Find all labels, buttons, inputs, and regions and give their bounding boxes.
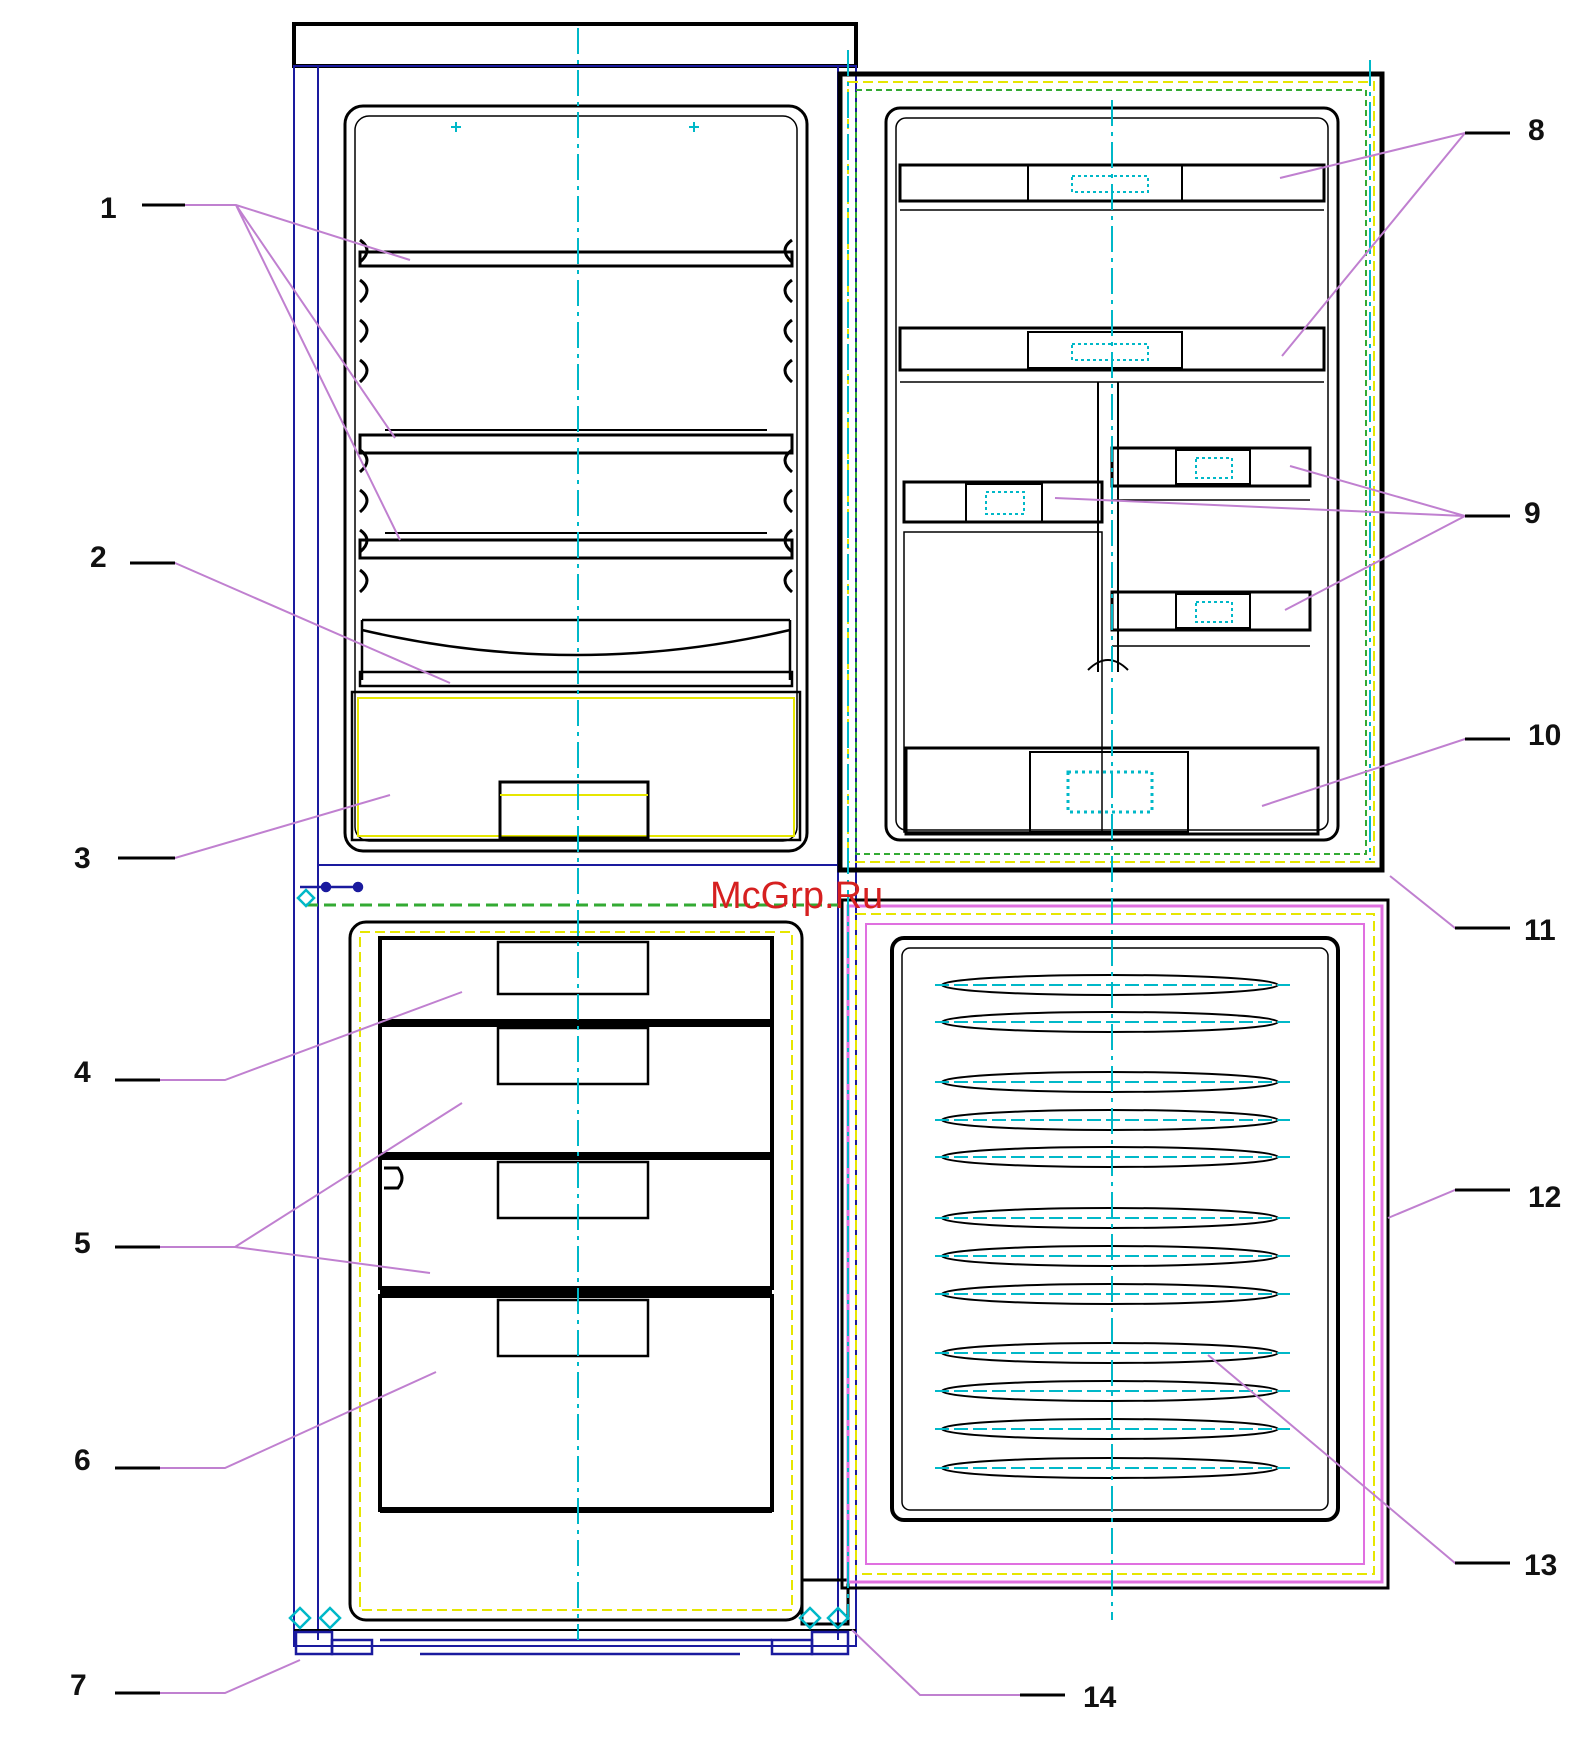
egg-tray-left-badge bbox=[966, 484, 1042, 522]
watermark: McGrp.Ru bbox=[710, 875, 883, 917]
door-shelf-small-upper bbox=[1112, 448, 1310, 500]
crisper-drawer bbox=[352, 692, 800, 840]
freezer-door-outer bbox=[842, 900, 1388, 1588]
fridge-marks bbox=[451, 122, 699, 132]
callout-3: 3 bbox=[74, 842, 91, 875]
bottle-shelf-badge bbox=[1030, 752, 1188, 832]
crisper-cover bbox=[360, 620, 792, 686]
freezer-door bbox=[842, 900, 1388, 1588]
drawer-2-handle bbox=[498, 1028, 648, 1084]
leader-1 bbox=[142, 205, 410, 540]
fridge-liner-inner bbox=[355, 116, 797, 841]
freezer-drawer-2 bbox=[380, 1025, 772, 1155]
crisper-handle bbox=[500, 782, 648, 838]
freezer-drawer-3 bbox=[380, 1158, 772, 1292]
door-shelf-top-badge bbox=[1028, 165, 1182, 201]
glass-shelf-3 bbox=[360, 533, 792, 558]
callout-7: 7 bbox=[70, 1669, 87, 1702]
grille-dots bbox=[986, 176, 1232, 812]
leader-9 bbox=[1055, 466, 1510, 610]
drawer-4-handle bbox=[498, 1300, 648, 1356]
callout-10: 10 bbox=[1528, 719, 1561, 752]
leader-7 bbox=[115, 1660, 300, 1693]
leader-12 bbox=[1388, 1190, 1510, 1218]
callout-13: 13 bbox=[1524, 1549, 1557, 1582]
glass-shelf-2 bbox=[360, 430, 792, 453]
callout-9: 9 bbox=[1524, 497, 1541, 530]
callout-14: 14 bbox=[1083, 1681, 1117, 1714]
freezer-drawer-4 bbox=[380, 1296, 772, 1510]
callout-8: 8 bbox=[1528, 114, 1545, 147]
callout-1: 1 bbox=[100, 192, 117, 225]
callout-12: 12 bbox=[1528, 1181, 1561, 1214]
callout-5: 5 bbox=[74, 1227, 91, 1260]
leader-3 bbox=[118, 795, 390, 858]
callout-6: 6 bbox=[74, 1444, 91, 1477]
leader-11 bbox=[1390, 876, 1510, 928]
leader-6 bbox=[115, 1372, 436, 1468]
glass-shelf-1 bbox=[360, 252, 792, 266]
drawer-3-handle bbox=[498, 1162, 648, 1218]
top-cover bbox=[294, 24, 856, 66]
door-shelf-small-lower bbox=[1112, 592, 1310, 646]
freezer-door-gasket bbox=[848, 906, 1382, 1582]
drawer-1-handle bbox=[498, 942, 648, 994]
leader-14 bbox=[852, 1630, 1065, 1695]
leader-2 bbox=[130, 563, 450, 683]
callout-4: 4 bbox=[74, 1056, 91, 1089]
callout-11: 11 bbox=[1524, 914, 1556, 947]
leader-4 bbox=[115, 992, 462, 1080]
foot-right bbox=[812, 1632, 848, 1654]
fridge-liner bbox=[345, 106, 807, 851]
callout-2: 2 bbox=[90, 541, 107, 574]
fridge-compartment bbox=[345, 106, 807, 851]
foot-left bbox=[296, 1632, 332, 1654]
egg-tray-left bbox=[904, 482, 1102, 832]
base bbox=[290, 883, 848, 1654]
leader-5 bbox=[115, 1103, 462, 1273]
freezer-drawer-1 bbox=[380, 938, 772, 1022]
door-shelf-upper-badge bbox=[1028, 332, 1182, 368]
